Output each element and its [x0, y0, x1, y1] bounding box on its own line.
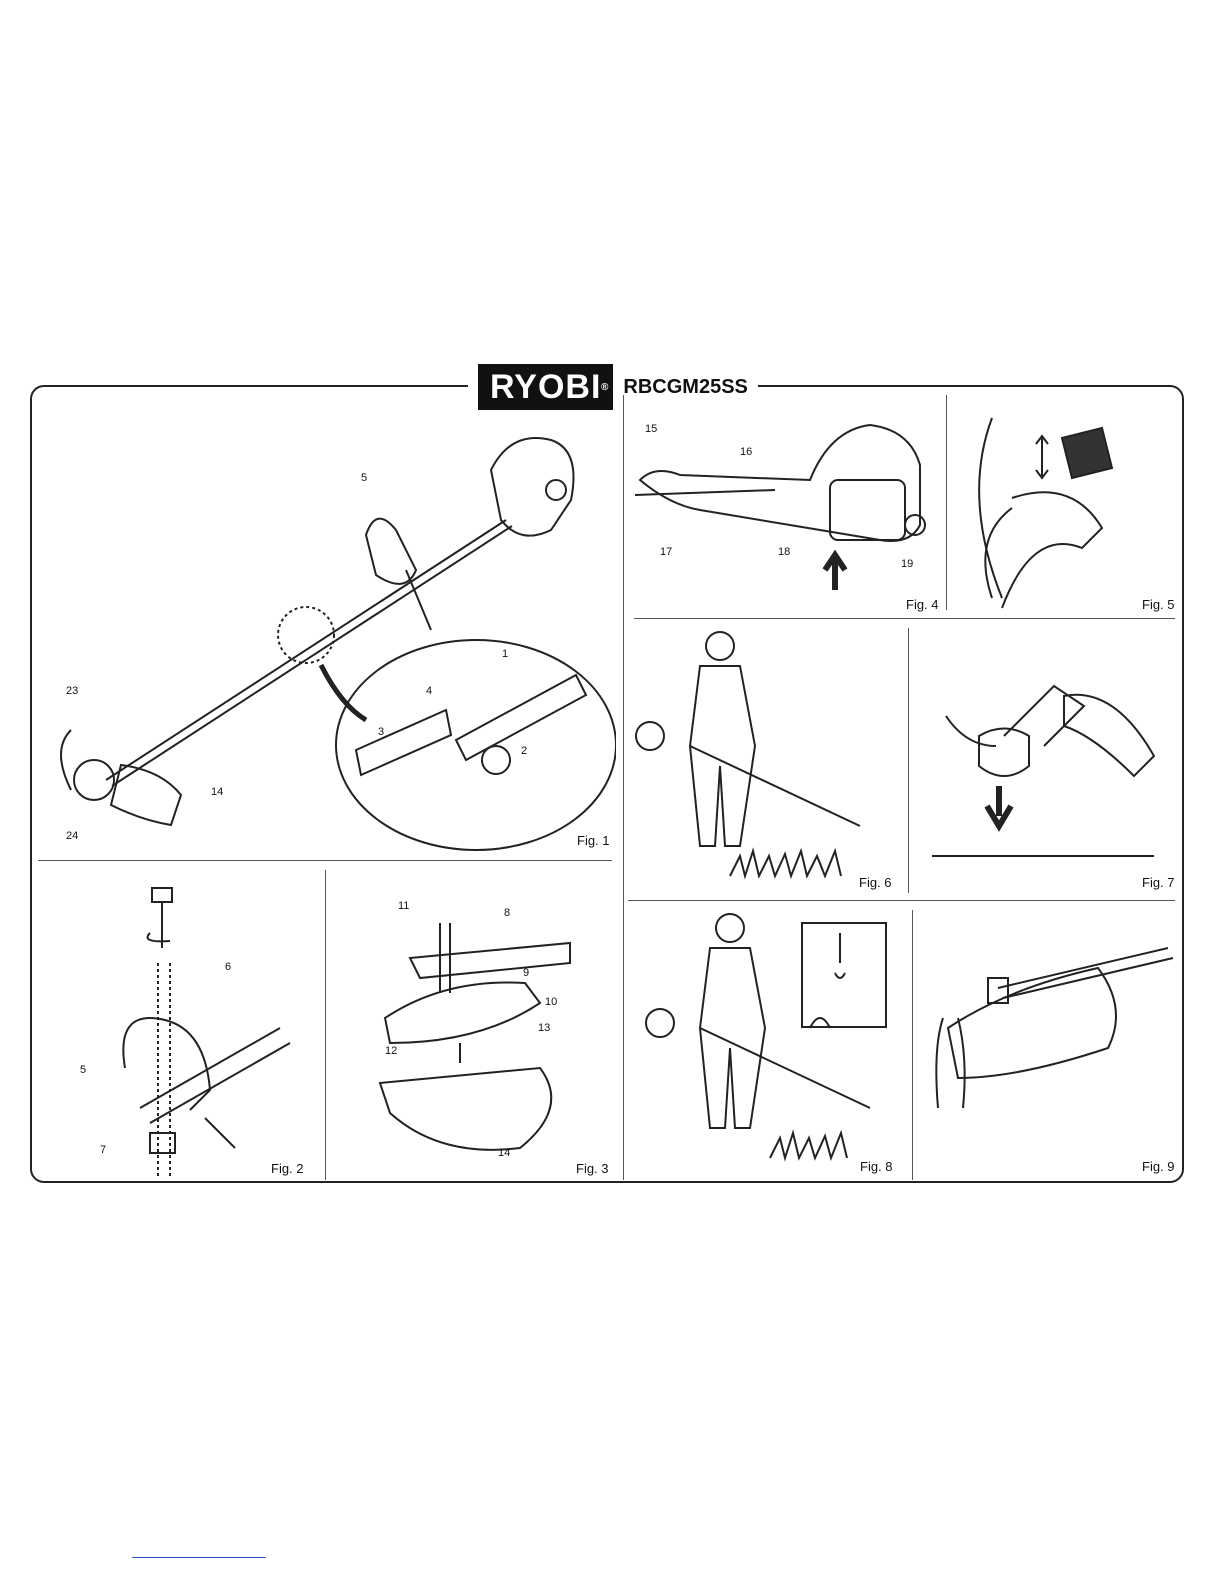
divider-fig8-fig9 [912, 910, 913, 1180]
divider-right-h1 [634, 618, 1175, 619]
part-label-9: 9 [523, 967, 529, 979]
figure-7: Fig. 7 [914, 626, 1176, 894]
part-label-5: 5 [361, 472, 367, 484]
part-label-24: 24 [66, 830, 78, 842]
figure-8-label: Fig. 8 [860, 1159, 893, 1174]
divider-fig6-fig7 [908, 628, 909, 893]
bump-feed-drawing [914, 626, 1176, 894]
part-label-8: 8 [504, 907, 510, 919]
part-label-2: 2 [521, 745, 527, 757]
part-label-6: 6 [225, 961, 231, 973]
figure-4: 15 16 17 18 19 Fig. 4 [630, 410, 942, 614]
part-label-3: 3 [378, 726, 384, 738]
part-label-23: 23 [66, 685, 78, 697]
figure-4-label: Fig. 4 [906, 597, 939, 612]
part-label-10: 10 [545, 996, 557, 1008]
handle-mount-drawing [40, 868, 320, 1180]
figure-5: Fig. 5 [952, 398, 1178, 614]
guard-position-drawing [918, 908, 1176, 1180]
figure-5-label: Fig. 5 [1142, 597, 1175, 612]
figure-2: 6 5 7 Fig. 2 [40, 868, 320, 1180]
divider-center [623, 395, 624, 1180]
model-number: RBCGM25SS [623, 376, 747, 399]
part-label-19: 19 [901, 558, 913, 570]
divider-fig4-fig5 [946, 395, 947, 610]
trimmer-assembly-drawing [36, 410, 616, 855]
operator-trimming-drawing [630, 626, 902, 894]
part-label-5-fig2: 5 [80, 1064, 86, 1076]
figure-3: 11 8 9 10 13 12 14 Fig. 3 [330, 868, 615, 1180]
figure-9-label: Fig. 9 [1142, 1159, 1175, 1174]
footer-link-underline[interactable] [132, 1557, 266, 1558]
figure-9: Fig. 9 [918, 908, 1176, 1180]
divider-left-h [38, 860, 612, 861]
part-label-12: 12 [385, 1045, 397, 1057]
figure-1: 5 1 4 3 2 23 14 24 Fig. 1 [36, 410, 616, 855]
figure-7-label: Fig. 7 [1142, 875, 1175, 890]
figure-2-label: Fig. 2 [271, 1161, 304, 1176]
throttle-handle-drawing [630, 410, 942, 614]
part-label-1: 1 [502, 648, 508, 660]
part-label-14-fig3: 14 [498, 1147, 510, 1159]
divider-fig2-fig3 [325, 870, 326, 1180]
part-label-18: 18 [778, 546, 790, 558]
part-label-13: 13 [538, 1022, 550, 1034]
ryobi-logo: RYOBI® [478, 364, 613, 410]
part-label-14: 14 [211, 786, 223, 798]
figure-6: Fig. 6 [630, 626, 902, 894]
divider-right-h2 [628, 900, 1175, 901]
figure-8: Fig. 8 [630, 908, 906, 1180]
figure-6-label: Fig. 6 [859, 875, 892, 890]
part-label-15: 15 [645, 423, 657, 435]
trigger-lock-drawing [952, 398, 1178, 614]
header: RYOBI® RBCGM25SS [468, 364, 758, 410]
figure-3-label: Fig. 3 [576, 1161, 609, 1176]
part-label-7: 7 [100, 1144, 106, 1156]
part-label-11: 11 [398, 900, 409, 912]
guard-assembly-drawing [330, 868, 615, 1180]
figure-1-label: Fig. 1 [577, 833, 610, 848]
part-label-4: 4 [426, 685, 432, 697]
part-label-16: 16 [740, 446, 752, 458]
operator-harness-drawing [630, 908, 906, 1180]
part-label-17: 17 [660, 546, 672, 558]
